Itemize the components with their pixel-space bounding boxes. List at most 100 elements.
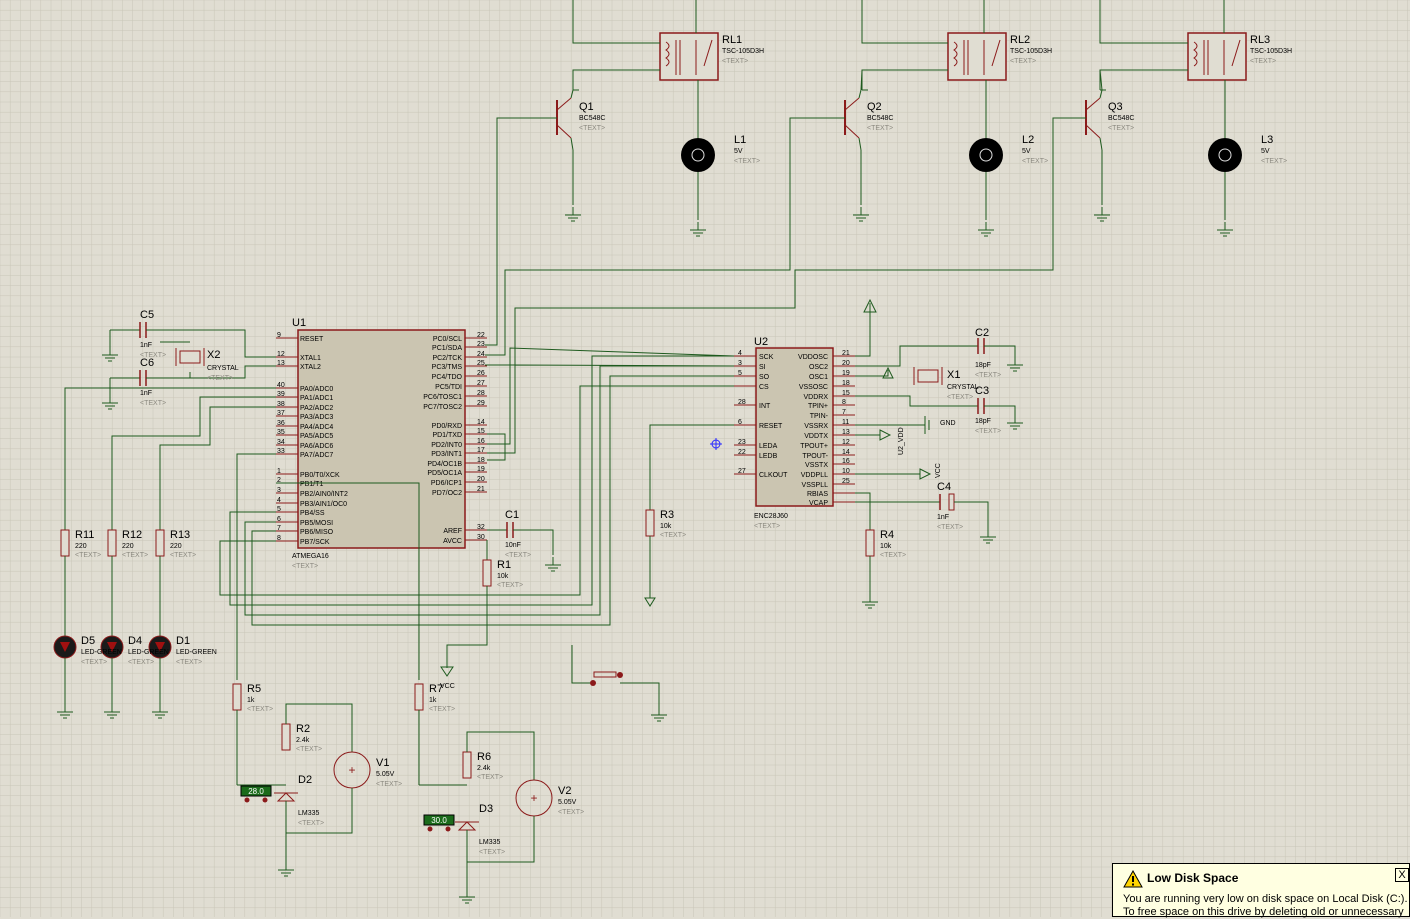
sensor-resistor xyxy=(462,751,472,779)
u2-pin-number: 6 xyxy=(738,419,742,426)
r12-resistor-text: <TEXT> xyxy=(122,552,148,559)
relay-switch xyxy=(1231,39,1241,67)
u1-ref: U1 xyxy=(292,317,306,329)
sensor-ref: D2 xyxy=(298,774,312,786)
u2-pin-number: 21 xyxy=(842,350,850,357)
u2-pin-name: VSSTX xyxy=(805,462,828,469)
r11-resistor-ref: R11 xyxy=(75,529,94,541)
u2-pin-number: 16 xyxy=(842,458,850,465)
source-plus: + xyxy=(348,763,355,777)
d1-part: LED-GREEN xyxy=(176,649,217,656)
transistor-ref: Q1 xyxy=(579,101,594,113)
u1-pin-number: 33 xyxy=(277,448,285,455)
u1-pin-number: 38 xyxy=(277,401,285,408)
u2-pin-name: VDDPLL xyxy=(801,472,828,479)
u1-pin-name: PB5/MOSI xyxy=(300,520,333,527)
vcc-arrow xyxy=(440,666,454,677)
u1-pin-number: 40 xyxy=(277,382,285,389)
c6-value: 1nF xyxy=(140,390,152,397)
u1-pin-name: PB1/T1 xyxy=(300,481,323,488)
r3-resistor-ref: R3 xyxy=(660,509,674,521)
readout-terminal xyxy=(262,797,268,803)
lamp-ref: L3 xyxy=(1261,134,1273,146)
ground-symbol xyxy=(690,222,706,237)
ground-symbol xyxy=(278,862,294,877)
u2-pin-name: RESET xyxy=(759,423,783,430)
c3-ref: C3 xyxy=(975,385,989,397)
u2-pin-number: 14 xyxy=(842,449,850,456)
wire xyxy=(858,137,862,151)
capacitor-plate xyxy=(948,493,955,511)
u1-pin-number: 7 xyxy=(277,525,281,532)
switch-contact xyxy=(590,680,596,686)
r13-resistor xyxy=(155,529,165,557)
u1-pin-number: 8 xyxy=(277,535,281,542)
u1-pin-number: 20 xyxy=(477,476,485,483)
ground-symbol xyxy=(651,707,667,722)
source-text: <TEXT> xyxy=(376,781,402,788)
u1-pin-name: PB3/AIN1/OC0 xyxy=(300,501,347,508)
source-plus: + xyxy=(530,791,537,805)
wire-relay-coil xyxy=(861,69,948,90)
ground-symbol xyxy=(1007,357,1023,372)
sensor-text: <TEXT> xyxy=(298,820,324,827)
lamp-filament xyxy=(1218,148,1232,162)
source-value: 5.05V xyxy=(558,799,577,806)
c3-text: <TEXT> xyxy=(975,428,1001,435)
transistor-text: <TEXT> xyxy=(867,125,893,132)
ground-symbol xyxy=(104,704,120,719)
power-arrow xyxy=(919,468,932,480)
u2-pin-name: TPIN- xyxy=(810,413,829,420)
relay-switch xyxy=(703,39,713,67)
relay-body-rl2 xyxy=(947,32,1007,81)
u1-pin-name: PC5/TDI xyxy=(435,384,462,391)
r1-resistor-value: 10k xyxy=(497,573,509,580)
wire xyxy=(858,89,862,99)
c3-value: 18pF xyxy=(975,418,991,425)
close-button[interactable]: X xyxy=(1395,868,1409,882)
u1-pin-name: PA4/ADC4 xyxy=(300,424,333,431)
relay-ref: RL2 xyxy=(1010,34,1030,46)
wire xyxy=(855,345,978,367)
power-arrow xyxy=(863,298,877,313)
u2-pin-number: 25 xyxy=(842,478,850,485)
u2-body xyxy=(755,347,834,507)
transistor-emitter xyxy=(556,124,572,139)
lamp-filament xyxy=(691,148,705,162)
transistor-emitter xyxy=(1085,124,1101,139)
switch-contact xyxy=(617,672,623,678)
low-disk-space-notification[interactable]: Low Disk Space You are running very low … xyxy=(1112,863,1410,918)
d5-text: <TEXT> xyxy=(81,659,107,666)
temperature-readout-value: 28.0 xyxy=(248,787,264,796)
wire xyxy=(570,137,574,151)
lamp-value: 5V xyxy=(1261,148,1270,155)
wire xyxy=(855,395,978,407)
u1-pin-name: PB6/MISO xyxy=(300,529,334,536)
u1-pin-name: PC7/TOSC2 xyxy=(423,404,462,411)
u1-pin-number: 17 xyxy=(477,447,485,454)
ground-symbol xyxy=(862,594,878,609)
ground-symbol xyxy=(102,395,118,410)
transistor-collector xyxy=(844,97,860,111)
c4-value: 1nF xyxy=(937,514,949,521)
u2-pin-name: VSSRX xyxy=(804,423,828,430)
u1-pin-name: PC6/TOSC1 xyxy=(423,394,462,401)
led-symbol xyxy=(107,642,117,652)
transistor-ref: Q2 xyxy=(867,101,882,113)
source-text: <TEXT> xyxy=(558,809,584,816)
u2-pin-name: INT xyxy=(759,403,771,410)
relay-ref: RL1 xyxy=(722,34,742,46)
wire xyxy=(467,816,535,863)
wire xyxy=(620,682,660,710)
u2-pin-name: SI xyxy=(759,364,766,371)
u2-pin-name: RBIAS xyxy=(807,491,828,498)
temperature-readout xyxy=(240,785,272,797)
c6-ref: C6 xyxy=(140,357,154,369)
u1-pin-number: 36 xyxy=(277,420,285,427)
wire xyxy=(1099,89,1103,99)
wire xyxy=(466,731,535,780)
u2-pin-name: TPIN+ xyxy=(808,403,828,410)
transistor-emitter xyxy=(844,124,860,139)
